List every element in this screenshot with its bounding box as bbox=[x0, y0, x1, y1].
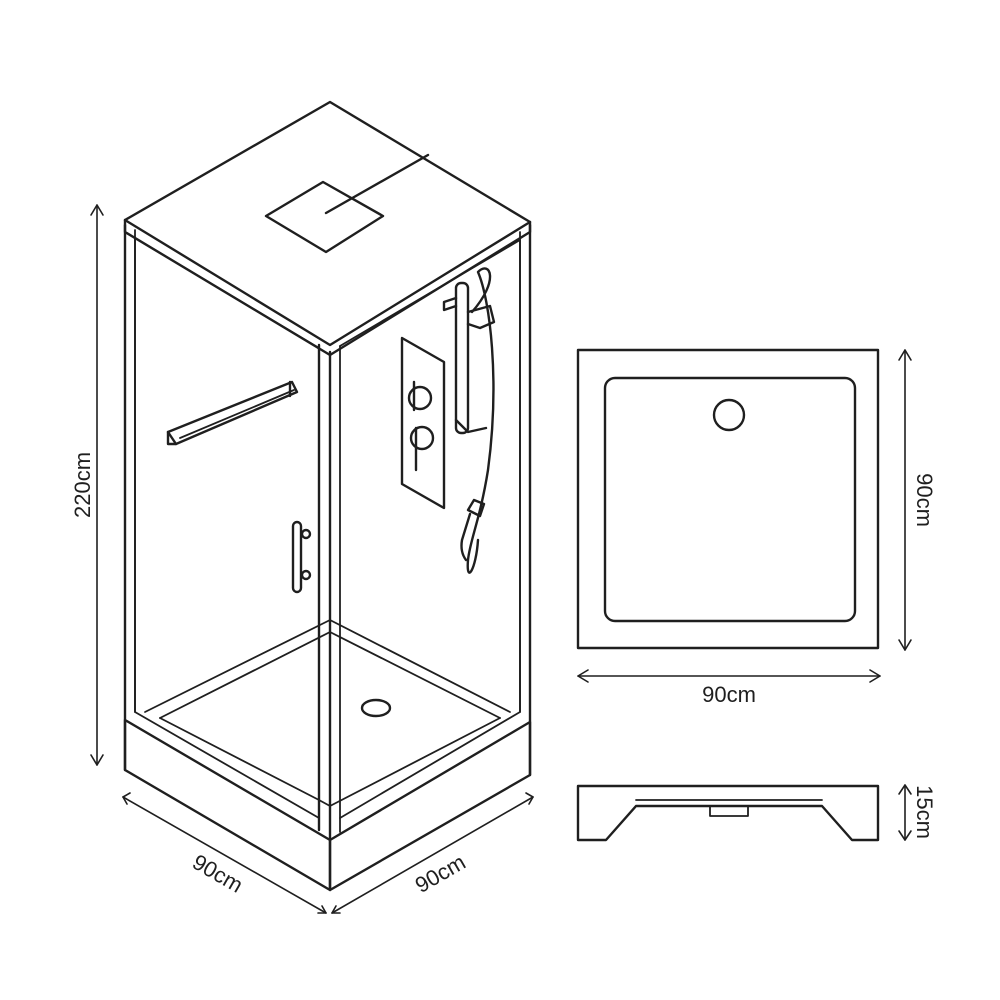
cabin-height-label: 220cm bbox=[70, 452, 95, 518]
cabin-drain bbox=[360, 698, 392, 718]
cabin-base-right bbox=[328, 720, 532, 892]
rain-shower-head bbox=[264, 180, 385, 254]
tray-outer bbox=[576, 348, 880, 650]
tray-width-dimension: 90cm bbox=[577, 669, 881, 707]
tray-side-profile bbox=[576, 784, 880, 842]
cabin-left-width-label: 90cm bbox=[188, 849, 247, 898]
tray-side-view bbox=[576, 784, 880, 842]
tray-depth-dimension: 90cm bbox=[898, 349, 937, 651]
right-glass-frame bbox=[339, 239, 521, 819]
tray-height-dimension: 15cm bbox=[898, 784, 937, 841]
cabin-roof-edge bbox=[123, 218, 532, 357]
tray-drain-icon bbox=[712, 398, 746, 432]
shower-hose bbox=[466, 267, 495, 574]
tray-depth-label: 90cm bbox=[912, 473, 937, 527]
cabin-right-width-label: 90cm bbox=[411, 849, 470, 898]
shower-cabin bbox=[123, 100, 532, 892]
cabin-right-width-dimension: 90cm bbox=[331, 792, 534, 914]
hand-shower-icon bbox=[466, 498, 486, 518]
tray-top-view bbox=[576, 348, 880, 650]
tray-basin bbox=[603, 376, 857, 623]
tray-side-drain bbox=[709, 805, 749, 817]
mixer-panel bbox=[400, 336, 446, 510]
cabin-roof bbox=[123, 100, 532, 347]
flow-dial-icon[interactable] bbox=[409, 425, 435, 451]
tray-height-label: 15cm bbox=[912, 785, 937, 839]
thermostat-dial-icon[interactable] bbox=[407, 385, 433, 411]
left-glass-frame bbox=[134, 237, 320, 819]
rain-shower-arm bbox=[324, 153, 430, 215]
cabin-left-width-dimension: 90cm bbox=[122, 792, 327, 914]
tray-inner-rim bbox=[159, 631, 501, 719]
cabin-height-dimension: 220cm bbox=[70, 204, 104, 766]
towel-rail bbox=[166, 380, 299, 446]
tray-width-label: 90cm bbox=[702, 682, 756, 707]
tray-inner-front bbox=[159, 717, 501, 807]
tray-inner-back bbox=[144, 619, 511, 713]
door-handle[interactable] bbox=[291, 520, 312, 594]
shower-riser-rail bbox=[442, 281, 496, 435]
